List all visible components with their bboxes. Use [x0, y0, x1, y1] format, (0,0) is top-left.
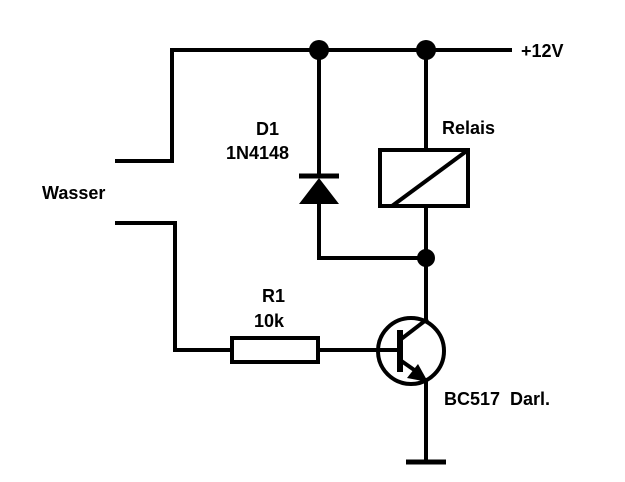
junction-dot-diode-top: [309, 40, 329, 60]
diode-d1: [299, 178, 339, 204]
relay-coil: [378, 148, 470, 208]
diode-anode-wire: [317, 202, 428, 260]
junction-dot-relay-bottom: [417, 249, 435, 267]
resistor-ref-label: R1: [262, 286, 285, 306]
supply-label: +12V: [521, 41, 564, 61]
resistor-r1: [230, 336, 320, 364]
water-label: Wasser: [42, 183, 105, 203]
upper-electrode-wire: [115, 48, 174, 163]
diode-part-label: 1N4148: [226, 143, 289, 163]
transistor-emitter-arrow: [407, 364, 428, 382]
relay-label: Relais: [442, 118, 495, 138]
diode-ref-label: D1: [256, 119, 279, 139]
lower-electrode-wire: [115, 221, 234, 352]
relay-coil-slash: [390, 148, 470, 208]
junction-dot-relay-top: [416, 40, 436, 60]
transistor-collector-lead: [397, 317, 429, 343]
resistor-value-label: 10k: [254, 311, 285, 331]
transistor-label: BC517 Darl.: [444, 389, 550, 409]
